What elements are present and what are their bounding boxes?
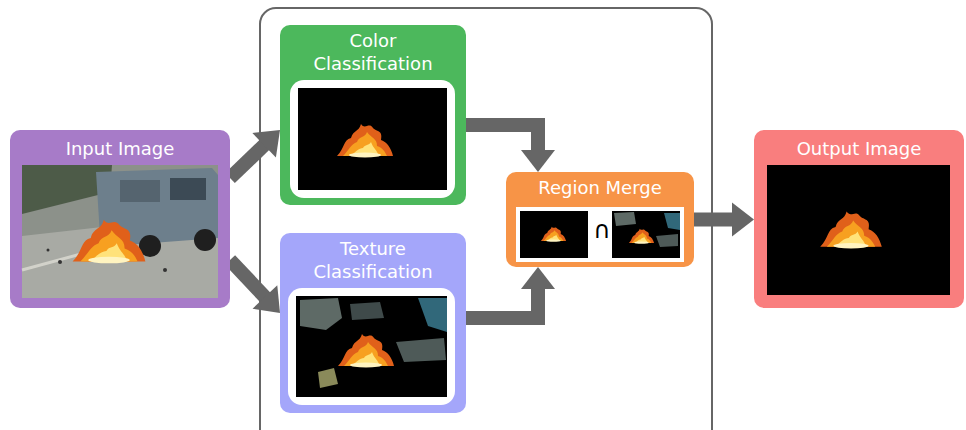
fire — [338, 334, 394, 368]
image-frame — [290, 80, 455, 198]
process-box: Region Merge ∩ — [506, 172, 694, 267]
arrow-head — [732, 203, 754, 237]
texture-patch — [418, 298, 447, 332]
truck-window — [170, 178, 206, 200]
fire — [629, 229, 654, 244]
fire — [820, 212, 882, 249]
process-box: Texture Classification — [280, 233, 466, 413]
intersection-symbol: ∩ — [588, 216, 616, 244]
debris — [58, 260, 62, 264]
box-title: Texture Classification — [280, 237, 466, 283]
truck-panel — [120, 180, 160, 202]
arrow-shaft — [466, 125, 538, 151]
arrow-head — [521, 267, 555, 289]
fire — [337, 124, 393, 158]
flow-arrow — [230, 260, 280, 313]
flow-arrow — [694, 203, 754, 237]
texture-result — [288, 288, 455, 405]
arrow-shaft — [230, 260, 266, 298]
mask-image — [767, 165, 950, 295]
arrow-head — [252, 130, 280, 157]
process-box: Color Classification — [280, 25, 466, 205]
arrow-head — [521, 150, 555, 172]
fire — [73, 220, 146, 264]
debris — [163, 268, 167, 272]
pipeline-frame — [260, 8, 712, 430]
curb — [22, 242, 125, 270]
wheel — [194, 229, 216, 251]
fire — [541, 227, 566, 242]
panel-ground — [516, 207, 684, 262]
arrow-shaft — [466, 288, 538, 318]
box-title: Output Image — [754, 137, 964, 160]
trees — [22, 165, 112, 214]
wheel — [139, 235, 161, 257]
texture-patch — [656, 234, 678, 247]
road — [22, 214, 218, 298]
arrow-shaft — [230, 145, 265, 178]
mask-image — [296, 296, 447, 397]
debris — [47, 249, 50, 252]
texture-patch — [396, 338, 446, 362]
box-title: Color Classification — [280, 29, 466, 75]
mask-image — [520, 211, 588, 258]
texture-patch — [300, 298, 342, 330]
output-photo — [767, 165, 950, 295]
photo-ground — [22, 165, 218, 298]
flow-arrow — [466, 125, 555, 172]
box-title: Input Image — [10, 137, 230, 160]
flow-arrow — [230, 130, 280, 178]
image-frame — [288, 288, 455, 405]
process-box: Input Image — [10, 130, 230, 308]
color-result — [290, 80, 455, 198]
process-box: Output Image — [754, 130, 964, 308]
truck-body — [96, 168, 218, 246]
flow-arrow — [466, 267, 555, 318]
arrow-shaft — [694, 213, 733, 227]
mask-image — [612, 211, 680, 258]
texture-patch — [350, 302, 384, 320]
texture-patch — [614, 212, 636, 226]
arrow-head — [253, 285, 280, 313]
mask-image — [298, 88, 447, 190]
texture-patch — [664, 213, 680, 230]
box-title: Region Merge — [506, 176, 694, 199]
input-photo — [22, 165, 218, 298]
texture-patch — [318, 368, 338, 388]
merge-panel — [516, 207, 684, 262]
